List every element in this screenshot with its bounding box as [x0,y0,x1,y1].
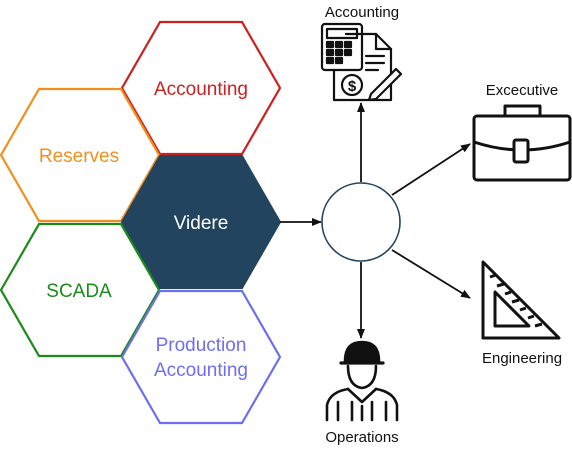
hub-circle [321,182,401,262]
output-engineering-label: Engineering [482,350,562,367]
hex-reserves-label: Reserves [39,146,119,167]
briefcase-icon [472,104,572,182]
output-accounting: Accounting $ [320,4,403,102]
arrow-hub-to-engineering [391,249,471,299]
svg-text:$: $ [348,78,357,95]
output-operations: Operations [325,340,399,446]
output-executive: Excecutive [472,82,572,182]
output-operations-label: Operations [325,429,398,446]
hex-scada-label: SCADA [46,281,112,302]
hex-accounting: Accounting [120,20,282,156]
hex-reserves: Reserves [0,87,161,223]
hex-videre: Videre [120,155,282,289]
hex-production-accounting: Production Accounting [120,289,282,425]
hex-videre-label: Videre [174,213,229,234]
output-engineering: Engineering [481,260,562,367]
worker-hardhat-icon [325,340,399,422]
output-accounting-label: Accounting [325,4,399,21]
set-square-icon [481,260,561,340]
hex-production-label-line1: Production [156,335,247,356]
hex-production-label-line2: Accounting [154,360,248,381]
arrow-hub-to-executive [391,143,471,196]
output-executive-label: Excecutive [486,82,559,99]
calculator-invoice-icon: $ [320,22,403,102]
hex-accounting-label: Accounting [154,79,248,100]
hex-scada: SCADA [0,222,161,358]
